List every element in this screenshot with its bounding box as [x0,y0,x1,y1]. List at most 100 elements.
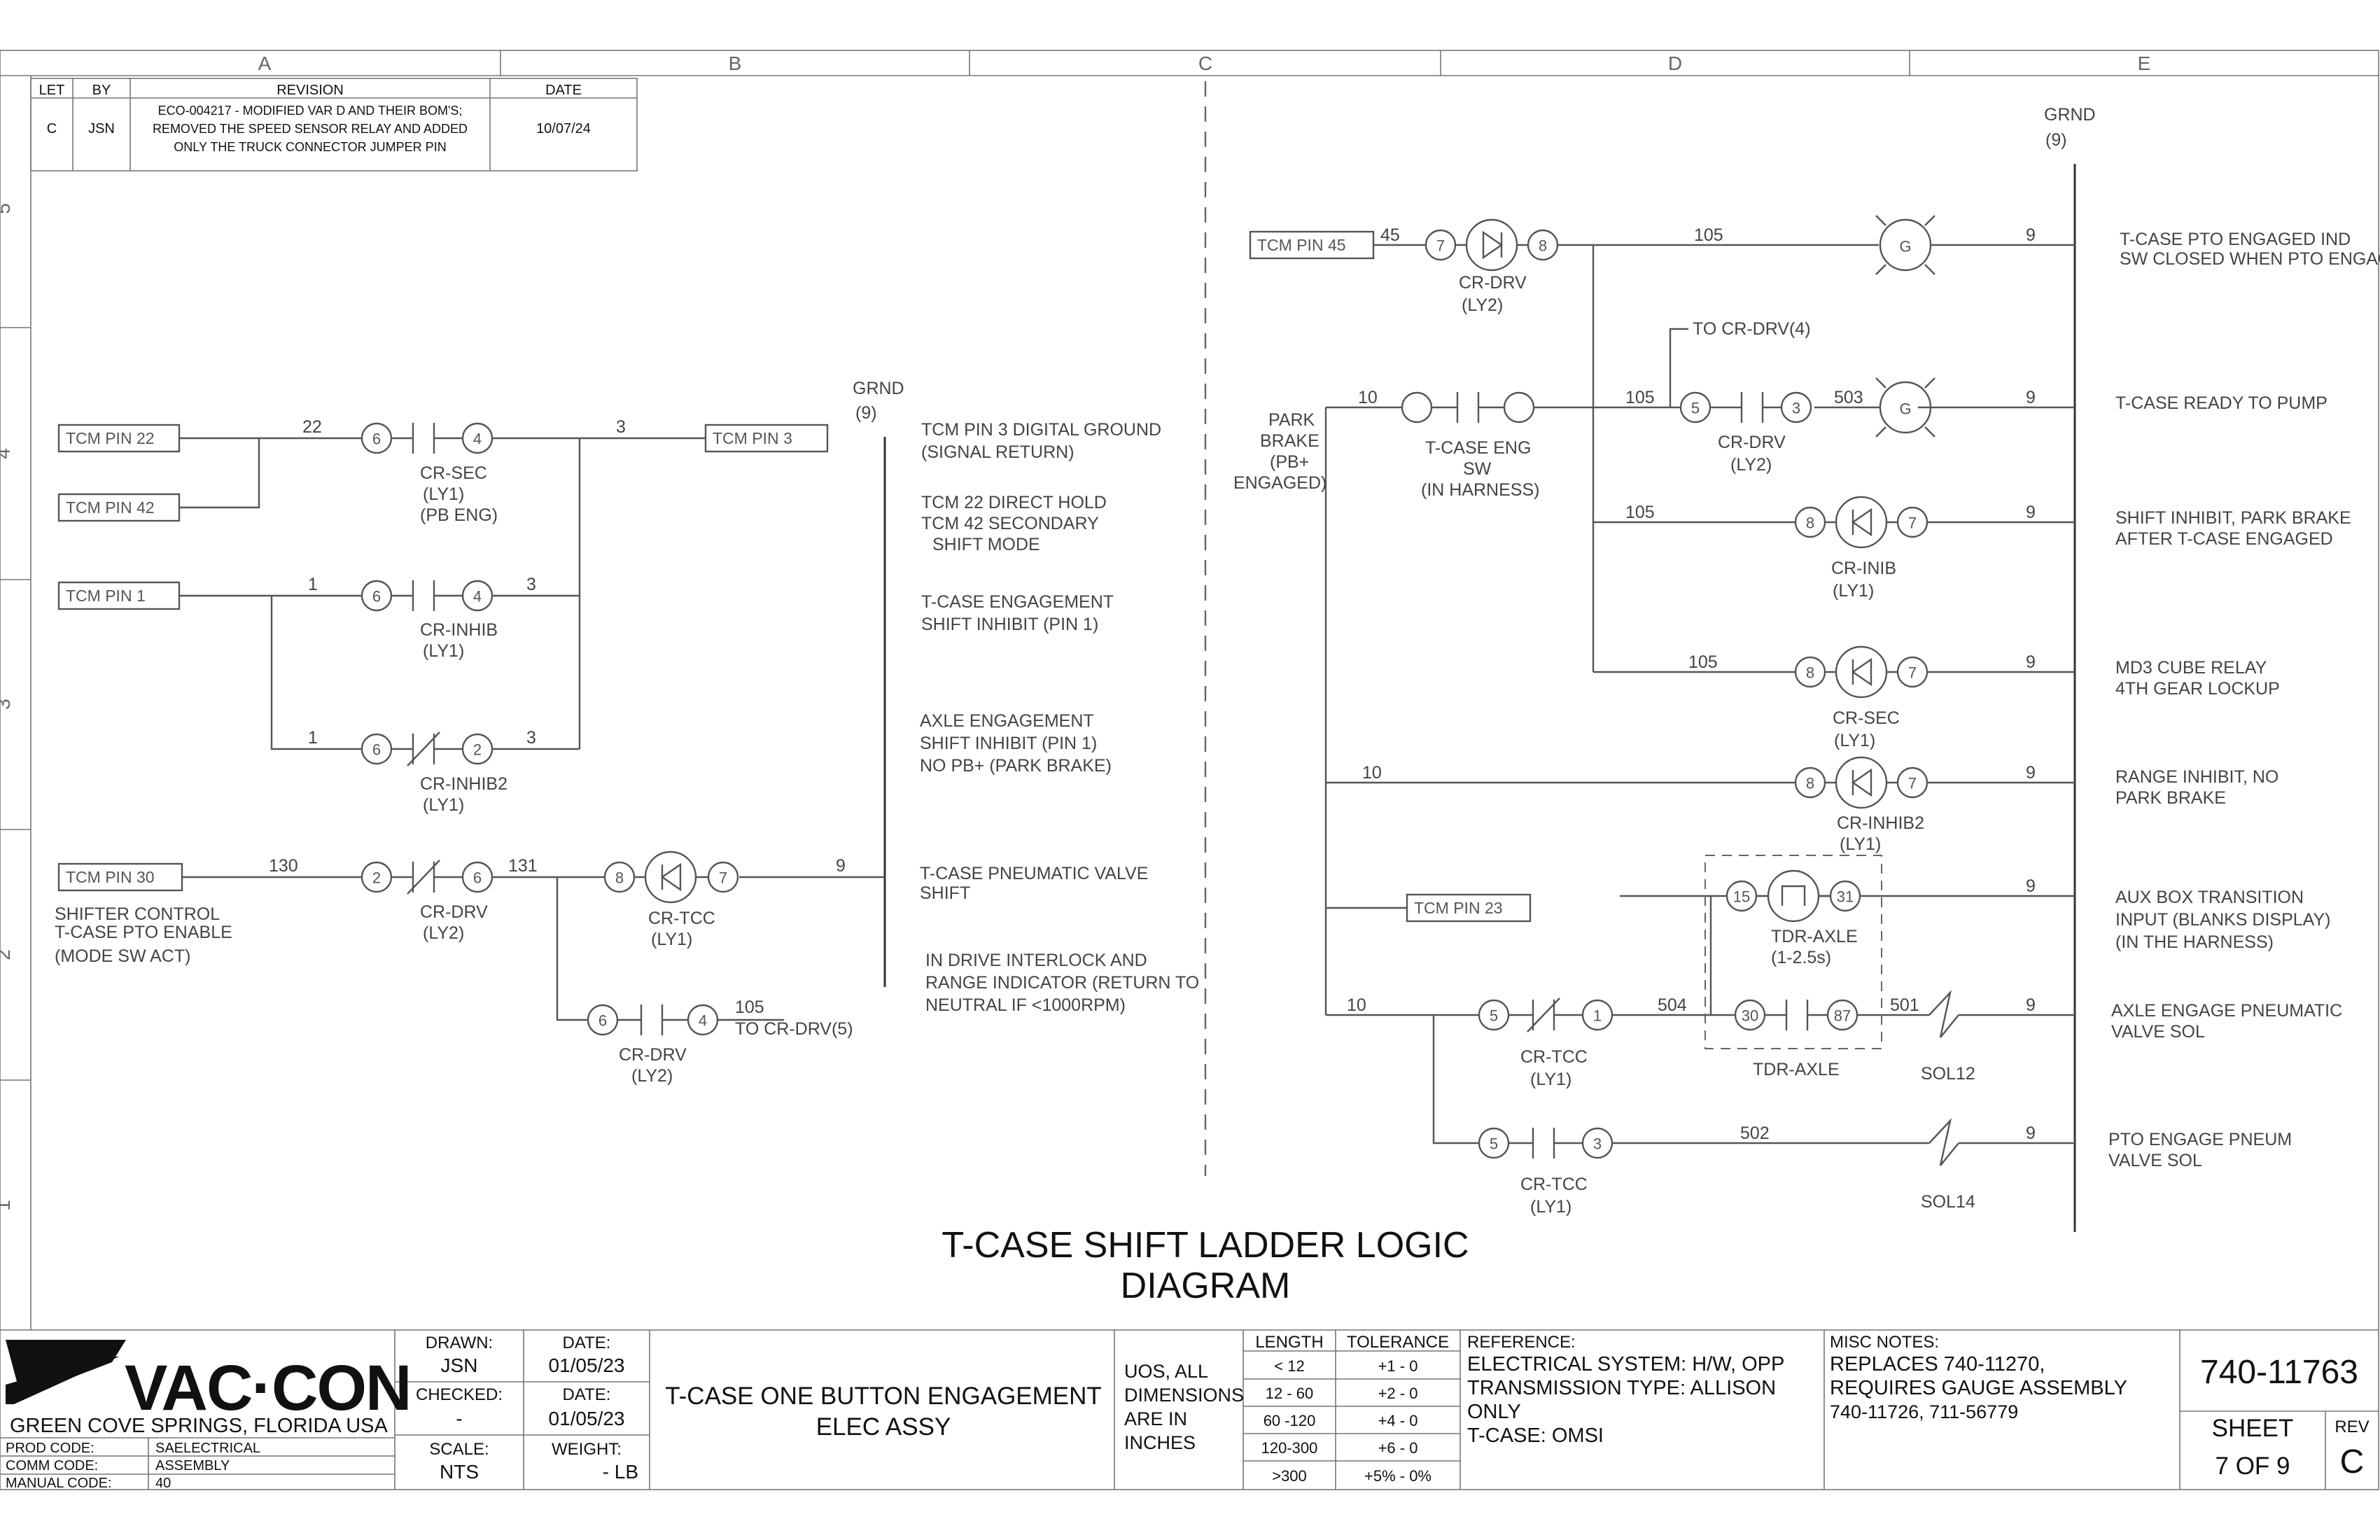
lamp-g-top: G [1899,238,1911,255]
sheet-label: SHEET [2212,1415,2294,1442]
tag-tcm-pin-1-label: TCM PIN 1 [66,587,146,605]
rev-text-3: ONLY THE TRUCK CONNECTOR JUMPER PIN [174,140,446,154]
uos-line2: DIMENSIONS [1124,1385,1244,1406]
left-desc-2c: SHIFT MODE [932,535,1040,554]
lamp-ready-to-pump: G [1875,377,1935,438]
right-rung-wiring [1324,244,2075,1144]
label-shifter-3: (MODE SW ACT) [55,946,190,966]
label-park-2: BRAKE [1260,431,1320,451]
tol-value-1: +1 - 0 [1378,1357,1418,1375]
label-to-cr-drv-5: TO CR-DRV(5) [735,1019,853,1039]
wire-9a: 9 [2026,225,2036,245]
label-cr-drv-ly: (LY2) [423,923,464,943]
label-shifter-2: T-CASE PTO ENABLE [55,923,232,942]
wire-9: 9 [836,856,846,876]
pin-r1a: 7 [1436,237,1445,255]
drawn-label: DRAWN: [426,1334,493,1352]
zone-row-4: 4 [0,448,14,459]
left-desc-6a: IN DRIVE INTERLOCK AND [925,951,1147,970]
tol-length-1: < 12 [1274,1357,1304,1375]
tag-tcm-pin-23-label: TCM PIN 23 [1414,899,1503,917]
pin-r8a: 5 [1490,1135,1498,1153]
right-desc-3b: AFTER T-CASE ENGAGED [2115,529,2333,549]
label-cr-inib-ly: (LY1) [1833,581,1874,601]
rev-label: REV [2334,1418,2369,1436]
comm-code-value: ASSEMBLY [155,1458,230,1474]
pin-e2: 7 [719,869,727,887]
lamp-g-rung2: G [1899,400,1911,418]
label-shifter-1: SHIFTER CONTROL [55,904,220,924]
manual-code-label: MANUAL CODE: [6,1476,112,1491]
tol-length-2: 12 - 60 [1266,1385,1314,1402]
tag-tcm-pin-3-label: TCM PIN 3 [713,429,792,447]
pin-r7a: 5 [1490,1007,1498,1025]
zone-row-1: 1 [0,1200,14,1211]
left-rung-wiring [179,437,885,1021]
pin-r7b: 1 [1593,1007,1602,1025]
label-cr-drv: CR-DRV [420,902,488,922]
assembly-name-line2: ELEC ASSY [816,1413,951,1441]
right-desc-8b: VALVE SOL [2108,1151,2202,1170]
pin-e1: 8 [615,869,624,887]
pin-r7d: 87 [1834,1007,1851,1025]
wire-504: 504 [1658,995,1687,1015]
label-r-cr-tcc2-ly: (LY1) [1530,1197,1572,1217]
weight-value: - LB [603,1461,638,1483]
tol-length-3: 60 -120 [1264,1412,1316,1429]
pin-r1b: 8 [1539,237,1547,255]
left-desc-5b: SHIFT [920,883,970,903]
reference-line1: ELECTRICAL SYSTEM: H/W, OPP [1467,1353,1784,1376]
zone-col-a: A [258,52,272,74]
tol-value-4: +6 - 0 [1378,1439,1418,1457]
border-frame [0,50,2379,1490]
right-desc-5b: PARK BRAKE [2115,788,2226,808]
pin-a2: 4 [473,430,482,448]
pin-d1: 2 [372,869,381,887]
pin-r4a: 8 [1806,664,1814,682]
wire-10b: 10 [1362,763,1382,783]
wire-3a: 3 [616,417,626,437]
left-desc-2a: TCM 22 DIRECT HOLD [921,493,1107,512]
uos-line4: INCHES [1124,1432,1196,1453]
coil-cr-inib: 8 7 [1794,496,1928,549]
contact-cr-drv: 2 6 [360,860,493,895]
wire-9h: 9 [2026,1124,2036,1143]
coil-cr-inhib2: 8 7 [1794,756,1928,809]
reference-line2: TRANSMISSION TYPE: ALLISON [1467,1377,1776,1399]
wire-105d: 105 [1688,652,1718,672]
label-sol14: SOL14 [1921,1192,1975,1212]
right-desc-3a: SHIFT INHIBIT, PARK BRAKE [2115,508,2351,528]
wire-9g: 9 [2026,995,2036,1015]
label-r-cr-tcc1-ly: (LY1) [1530,1070,1572,1089]
left-desc-1b: (SIGNAL RETURN) [921,442,1074,462]
left-desc-1a: TCM PIN 3 DIGITAL GROUND [921,420,1161,440]
pin-r2a: 5 [1691,400,1700,417]
right-desc-6b: INPUT (BLANKS DISPLAY) [2115,910,2331,930]
wire-10a: 10 [1358,388,1378,407]
zone-col-c: C [1198,52,1212,74]
pin-r5a: 8 [1806,775,1814,792]
weight-label: WEIGHT: [552,1440,622,1459]
wire-22: 22 [302,417,322,437]
scale-value: NTS [440,1461,479,1483]
left-grnd-number: (9) [855,403,877,423]
wire-1b: 1 [308,728,318,748]
wire-131: 131 [508,856,538,876]
misc-notes-line1: REPLACES 740-11270, [1830,1353,2045,1376]
manual-code-value: 40 [155,1476,171,1491]
drawn-date-label: DATE: [563,1334,611,1352]
right-ladder: GRND (9) TCM PIN 45 TCM PIN 23 7 8 G [1233,105,2380,1232]
wire-45: 45 [1380,225,1400,245]
label-r-cr-tcc2: CR-TCC [1520,1175,1588,1194]
label-r-cr-sec: CR-SEC [1833,708,1900,728]
wire-105b: 105 [1625,388,1655,407]
wire-9e: 9 [2026,763,2036,783]
tol-value-2: +2 - 0 [1378,1385,1418,1402]
rev-value: C [2340,1443,2365,1480]
solenoid-sol12 [1928,990,1959,1038]
right-desc-5a: RANGE INHIBIT, NO [2115,767,2278,787]
rev-header-let: LET [39,83,65,98]
label-park-3: (PB+ [1270,452,1309,472]
